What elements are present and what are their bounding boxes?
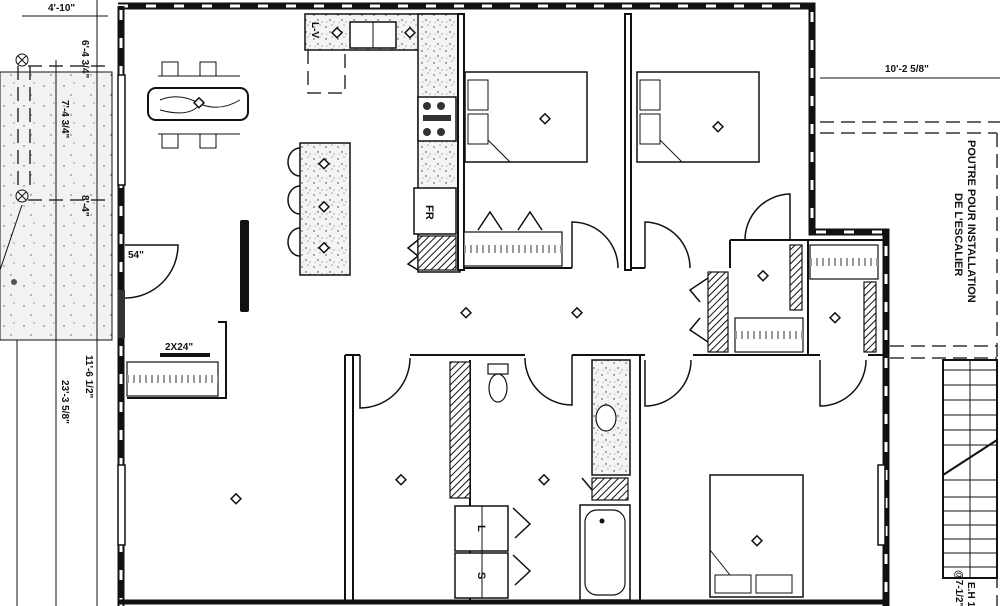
shelf-door: [581, 477, 593, 491]
post-marker: [11, 279, 17, 285]
stair-risers: E.H 15: [965, 582, 976, 606]
bathroom-door[interactable]: [524, 355, 573, 406]
closet-shelf-label: 2X24": [165, 342, 193, 353]
dim-left-3: 8'-4": [79, 195, 90, 217]
beam-note-line1: POUTRE POUR INSTALLATION: [965, 140, 977, 303]
light-fixture-icon: [756, 269, 770, 282]
dishwasher-label: L-V: [309, 22, 320, 38]
closet-door[interactable]: [819, 359, 867, 407]
beam-tag: [240, 220, 249, 312]
bathroom-shelf: [591, 477, 629, 501]
closet-bifold-door[interactable]: [477, 210, 543, 231]
light-fixture-icon: [317, 200, 331, 213]
laundry-bifold-door[interactable]: [512, 507, 532, 586]
entry-closet: [126, 321, 227, 399]
closet-bedroom-1: [463, 231, 563, 267]
window: [117, 74, 126, 186]
dishwasher-outline: [307, 50, 346, 94]
bathroom-sink: [595, 404, 617, 432]
ceiling-lights: [192, 26, 842, 547]
light-fixture-icon: [403, 26, 417, 39]
dim-right-top: 10'-2 5/8": [885, 64, 929, 75]
wall: [457, 13, 465, 271]
toilet: [487, 363, 509, 403]
window: [117, 464, 126, 546]
room-door[interactable]: [359, 355, 411, 409]
light-fixture-icon: [570, 306, 584, 319]
bar-stools: [287, 147, 301, 257]
staircase: [942, 359, 998, 579]
column-marker-top: [15, 53, 29, 67]
dim-top-left: 4'-10": [48, 3, 75, 14]
closet-bedroom-3: [809, 244, 879, 353]
light-fixture-icon: [330, 26, 344, 39]
bathtub: [579, 504, 631, 601]
wall: [729, 239, 810, 355]
dryer-label: S: [475, 572, 487, 579]
dim-left-total: 23'-3 5/8": [59, 380, 70, 424]
wall-segment: [118, 290, 125, 338]
fridge: [413, 187, 457, 235]
dim-left-1: 6'-4 3/4": [79, 40, 90, 79]
bedroom-2-door[interactable]: [644, 221, 691, 269]
light-fixture-icon: [711, 120, 725, 133]
fridge-label: FR: [423, 205, 435, 220]
beam-note-line2: DE L'ESCALIER: [952, 193, 964, 276]
wall: [624, 13, 632, 271]
exterior-wall: [118, 2, 890, 606]
dim-left-4: 11'-6 1/2": [83, 355, 94, 399]
washer-label: L: [475, 525, 487, 532]
light-fixture-icon: [750, 534, 764, 547]
closet-door[interactable]: [744, 193, 791, 241]
linen-closet: [707, 271, 729, 353]
column-marker-bottom: [15, 189, 29, 203]
light-fixture-icon: [538, 112, 552, 125]
linen-closet-door[interactable]: [688, 277, 709, 343]
stair-riser-height: @7-1/2": [953, 570, 964, 606]
light-fixture-icon: [459, 306, 473, 319]
stove: [417, 96, 457, 142]
entry-door-width: 54": [128, 250, 144, 261]
bathroom-wall-cabinet: [449, 361, 471, 499]
light-fixture-icon: [394, 473, 408, 486]
bed-2: [636, 71, 760, 163]
bed-1: [464, 71, 588, 163]
bedroom-3-door[interactable]: [644, 359, 692, 407]
pantry: [417, 235, 457, 271]
light-fixture-icon: [317, 241, 331, 254]
closet-hall: [734, 244, 804, 353]
light-fixture-icon: [317, 157, 331, 170]
light-fixture-icon: [192, 96, 206, 109]
light-fixture-icon: [229, 492, 243, 505]
bedroom-1-door[interactable]: [571, 221, 619, 269]
leader-line: [0, 204, 23, 271]
light-fixture-icon: [537, 473, 551, 486]
window: [877, 464, 886, 546]
light-fixture-icon: [828, 311, 842, 324]
entry-door[interactable]: [124, 244, 179, 299]
dim-left-2: 7'-4 3/4": [59, 100, 70, 139]
pantry-door[interactable]: [406, 239, 419, 271]
